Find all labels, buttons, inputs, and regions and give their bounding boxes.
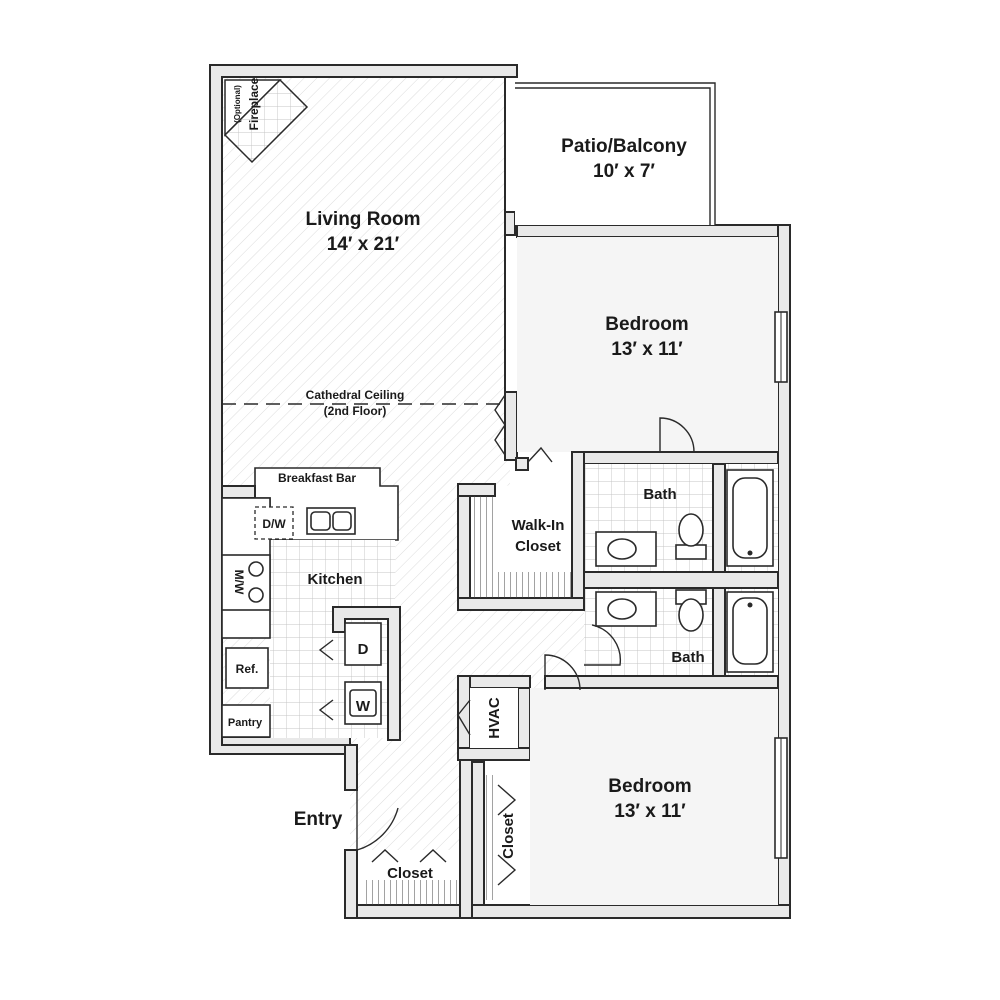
bedroom-1-name: Bedroom	[605, 314, 688, 335]
refrigerator-label: Ref.	[236, 662, 259, 676]
cathedral-ceiling-label: Cathedral Ceiling	[306, 388, 405, 402]
walk-in-closet-line2: Closet	[515, 538, 561, 555]
fireplace-label: Fireplace	[247, 77, 261, 130]
patio-balcony	[515, 82, 716, 225]
entry-label: Entry	[294, 809, 343, 830]
bedroom-2-name: Bedroom	[608, 776, 691, 797]
kitchen-area	[221, 467, 401, 746]
living-room-name: Living Room	[305, 209, 420, 230]
entry-area	[356, 790, 457, 905]
breakfast-bar-label: Breakfast Bar	[278, 471, 356, 485]
living-room-size: 14′ x 21′	[327, 234, 400, 255]
patio-name: Patio/Balcony	[561, 136, 687, 157]
dryer-label: D	[358, 641, 369, 658]
hvac-label: HVAC	[486, 697, 503, 739]
baths	[571, 451, 779, 689]
labels: Living Room 14′ x 21′ Patio/Balcony 10′ …	[228, 77, 705, 882]
cathedral-ceiling-sublabel: (2nd Floor)	[324, 404, 387, 418]
bedroom-closet-label: Closet	[500, 813, 517, 859]
fireplace-icon	[223, 78, 309, 164]
bedroom-1-floor	[517, 237, 788, 465]
bath-1-name: Bath	[643, 486, 676, 503]
bedroom-2-floor	[471, 654, 788, 906]
walk-in-closet	[457, 394, 585, 611]
entry-closet-label: Closet	[387, 865, 433, 882]
microwave-label: M/W	[232, 570, 246, 595]
bedroom-1-size: 13′ x 11′	[611, 339, 683, 360]
bedroom-2-size: 13′ x 11′	[614, 801, 686, 822]
pantry-label: Pantry	[228, 717, 263, 729]
fireplace-optional-label: (Optional)	[233, 85, 242, 123]
walk-in-closet-line1: Walk-In	[512, 517, 565, 534]
hvac-closet	[457, 675, 531, 761]
bath-2-name: Bath	[671, 649, 704, 666]
patio-size: 10′ x 7′	[593, 161, 655, 182]
dishwasher-label: D/W	[262, 517, 286, 531]
washer-label: W	[356, 698, 371, 715]
kitchen-name: Kitchen	[307, 571, 362, 588]
